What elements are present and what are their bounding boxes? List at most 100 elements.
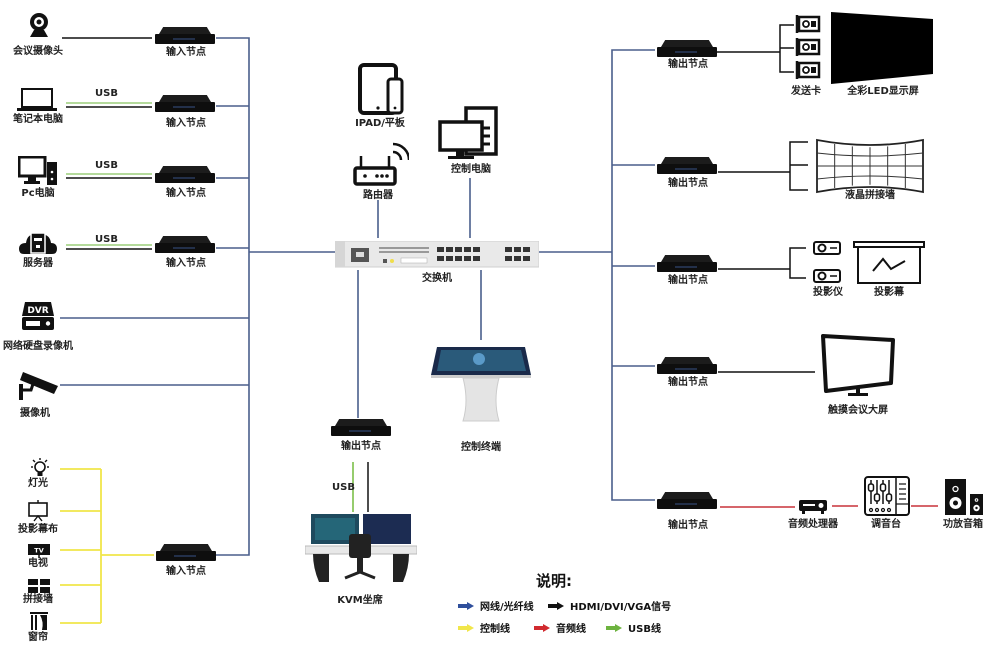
output-node [657,255,717,273]
webcam-icon [26,12,52,42]
node-label: 输入节点 [166,118,206,129]
device-label: 窗帘 [28,632,48,643]
arrow-icon [606,623,622,632]
legend-item-control: 控制线 [458,620,510,635]
usb-label: USB [95,234,118,245]
legend-label: 音频线 [556,624,586,635]
device-label: 网络硬盘录像机 [3,341,73,352]
switch-port [455,247,462,252]
kvm-console-icon [304,512,418,594]
switch-port [505,256,512,261]
touch-screen-icon [820,333,896,401]
output-node [331,419,391,437]
kvm-usb-label: USB [332,482,355,493]
sending-card-icon [795,15,821,85]
legend-label: HDMI/DVI/VGA信号 [570,602,672,613]
tv-icon: TV [28,543,50,562]
node-label: 输出节点 [668,59,708,70]
laptop-icon [16,88,58,116]
ipad-label: IPAD/平板 [355,118,405,129]
switch-port [473,256,480,261]
node-label: 输出节点 [668,377,708,388]
control-pc-label: 控制电脑 [451,164,491,175]
legend-title: 说明: [536,572,572,590]
router-icon [353,140,411,192]
legend-item-hdmi: HDMI/DVI/VGA信号 [548,598,671,613]
legend-item-usb: USB线 [606,620,661,635]
projection-screen-label: 投影幕 [874,287,904,298]
arrow-icon [534,623,550,632]
led-screen-icon [831,12,934,88]
mixer-label: 调音台 [871,519,901,530]
switch-port [514,256,521,261]
right-network-bus [611,49,655,501]
control-lines [60,468,154,624]
arrow-icon [458,623,474,632]
projection-screen-large-icon [853,241,925,289]
audio-processor-icon [798,498,828,520]
speaker-icon [944,478,984,520]
usb-hdmi-pairs [66,102,152,250]
input-node [156,544,216,562]
node-label: 输入节点 [166,566,206,577]
projector-icon [812,240,842,290]
video-wall-icon [28,578,50,597]
usb-label: USB [95,160,118,171]
input-node [155,236,215,254]
left-network-bus [216,37,250,556]
switch-label: 交换机 [422,273,452,284]
input-node [155,27,215,45]
output-node [657,357,717,375]
desktop-pc-icon [17,155,58,190]
device-label: 摄像机 [20,408,50,419]
light-bulb-icon [30,458,50,482]
switch-port [455,256,462,261]
server-icon [18,230,58,260]
kvm-label: KVM坐席 [337,595,383,606]
switch-port [464,247,471,252]
legend-item-audio: 音频线 [534,620,586,635]
audio-lines [720,505,938,508]
projector-label: 投影仪 [813,287,843,298]
legend-label: USB线 [628,624,661,635]
device-label: Pc电脑 [21,188,55,199]
switch-port [446,247,453,252]
mixer-icon [864,476,910,520]
lcd-wall-label: 液晶拼接墙 [845,190,895,201]
node-label: 输入节点 [166,258,206,269]
lcd-video-wall-icon [815,138,925,198]
node-label: 输出节点 [668,520,708,531]
node-label: 输出节点 [668,275,708,286]
device-label: 笔记本电脑 [13,114,63,125]
tv-text: TV [34,547,43,555]
usb-label: USB [95,88,118,99]
control-terminal-label: 控制终端 [461,442,501,453]
touch-screen-label: 触摸会议大屏 [828,405,888,416]
control-terminal-icon [429,345,533,429]
sending-card-label: 发送卡 [791,86,821,97]
device-label: 服务器 [23,258,53,269]
switch-port [523,256,530,261]
output-node [657,157,717,175]
input-node [155,166,215,184]
switch-port [446,256,453,261]
device-label: 灯光 [28,478,48,489]
legend-item-network: 网线/光纤线 [458,598,534,613]
network-lines [60,37,655,556]
router-label: 路由器 [363,190,393,201]
switch-port [464,256,471,261]
legend-label: 网线/光纤线 [480,602,534,613]
legend-label: 控制线 [480,624,510,635]
node-label: 输入节点 [166,188,206,199]
device-label: 会议摄像头 [13,46,63,57]
dvr-text: DVR [27,306,48,316]
switch-port [514,247,521,252]
switch-port [473,247,480,252]
wall-grid-line [816,152,924,157]
switch-port [523,247,530,252]
audio-processor-label: 音频处理器 [788,519,838,530]
switch-port [505,247,512,252]
device-label: 投影幕布 [18,524,58,535]
output-node [657,40,717,58]
